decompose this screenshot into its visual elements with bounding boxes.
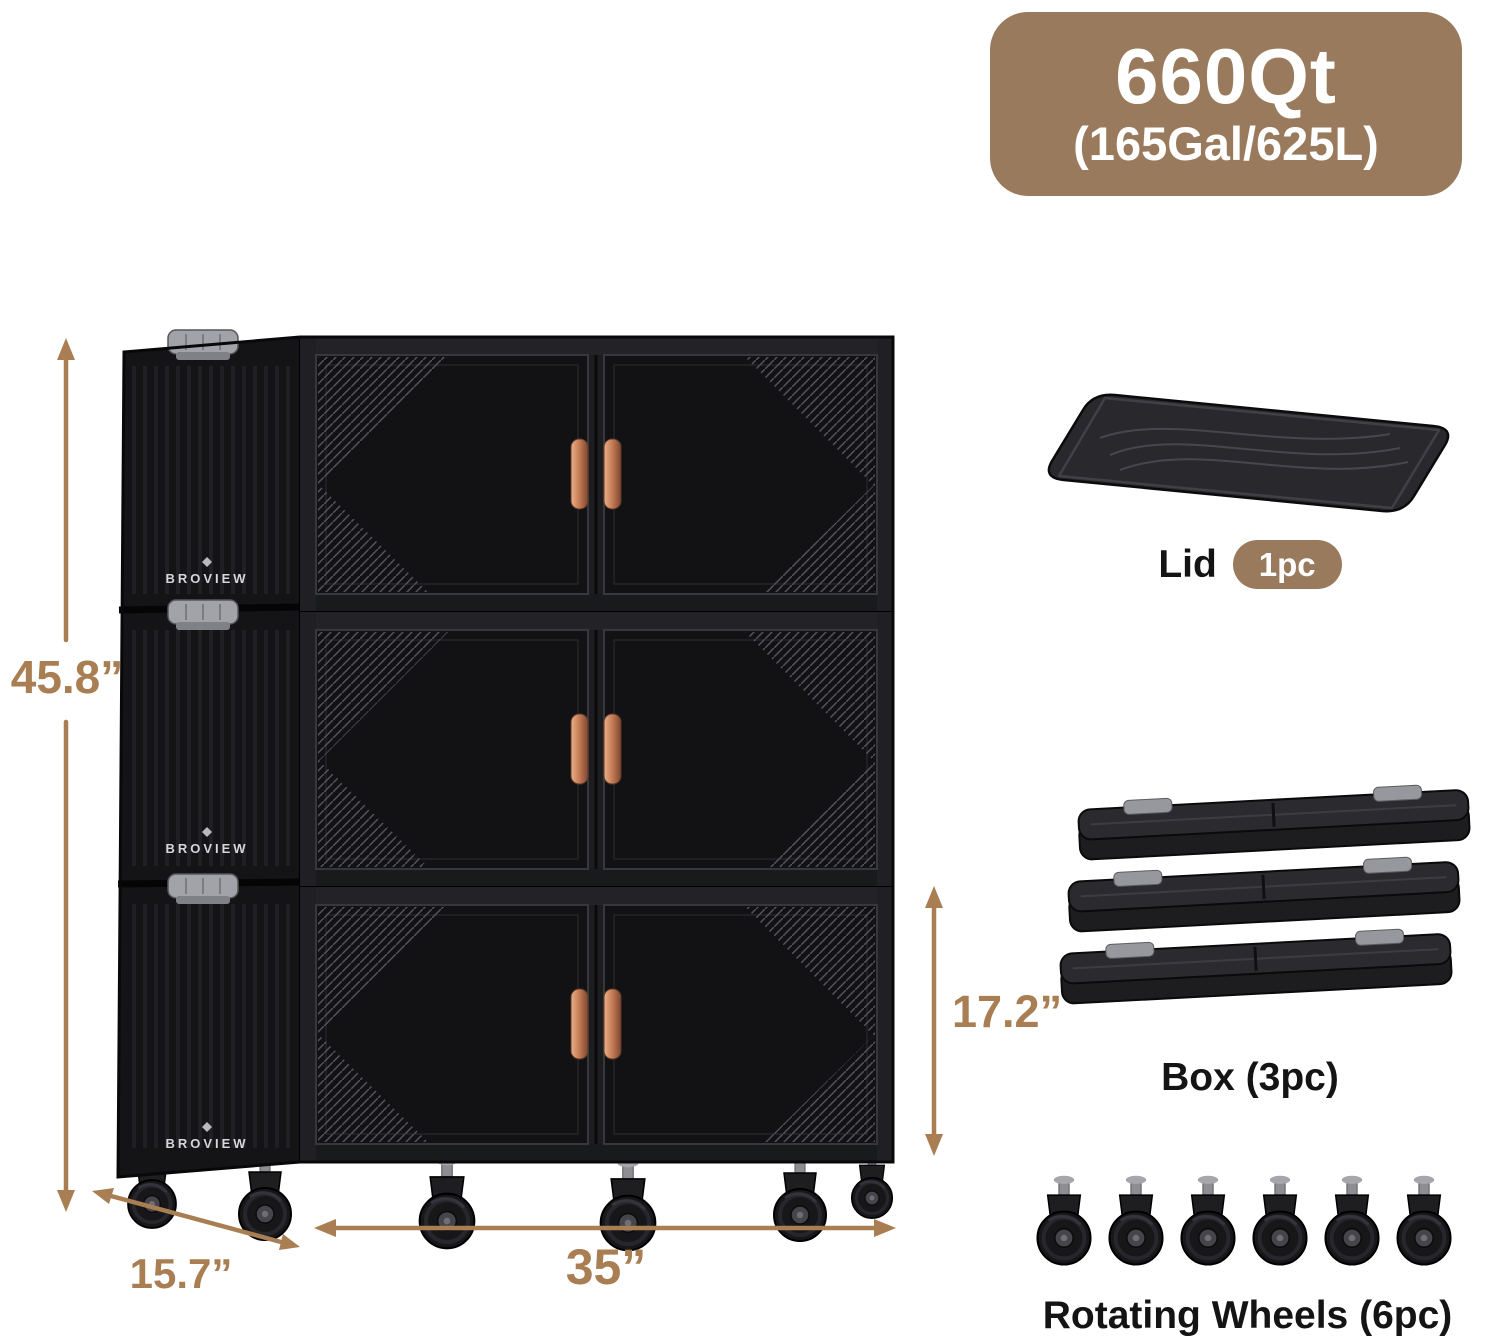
dimension-width: 35” xyxy=(565,1239,647,1295)
dimension-depth: 15.7” xyxy=(129,1250,233,1297)
brand-logo-text: BROVIEW xyxy=(165,1136,248,1151)
latch-clip-bottom xyxy=(167,873,239,904)
brand-logo-icon xyxy=(202,1122,212,1132)
door-handle xyxy=(570,438,589,510)
dimension-arrows xyxy=(57,338,943,1250)
door-handle xyxy=(570,988,589,1060)
door-handle xyxy=(603,438,622,510)
dimension-total-height: 45.8” xyxy=(10,651,124,703)
part-wheels-row xyxy=(1037,1176,1450,1265)
door-handle xyxy=(570,713,589,785)
cabinet-unit-bottom xyxy=(299,886,894,1163)
side-ribs-bottom xyxy=(132,904,290,1148)
side-ribs-middle xyxy=(132,630,290,866)
brand-logo: BROVIEW xyxy=(165,1122,248,1151)
cabinet-unit-top xyxy=(299,336,894,613)
capacity-subtitle: (165Gal/625L) xyxy=(1073,116,1379,170)
capacity-title: 660Qt xyxy=(1115,32,1337,121)
depth-arrow xyxy=(92,1188,300,1250)
cabinet-illustration: BROVIEW BROVIEW BROVIEW xyxy=(116,329,895,1179)
wheels-label: Rotating Wheels (6pc) xyxy=(1042,1294,1453,1337)
cabinet-unit-middle xyxy=(299,611,894,888)
box-height-arrow xyxy=(925,886,943,1156)
lid-label-row: Lid 1pc xyxy=(1030,540,1470,590)
capacity-badge: 660Qt (165Gal/625L) xyxy=(990,12,1462,196)
width-arrow xyxy=(314,1219,896,1237)
dimension-single-box-height: 17.2” xyxy=(952,986,1063,1037)
door-handle xyxy=(603,988,622,1060)
box-label: Box (3pc) xyxy=(1161,1056,1339,1099)
brand-logo-text: BROVIEW xyxy=(165,571,248,586)
brand-logo-text: BROVIEW xyxy=(165,841,248,856)
part-lid xyxy=(1047,393,1450,513)
side-ribs-top xyxy=(132,366,290,594)
latch-clip-middle xyxy=(167,599,239,630)
brand-logo-icon xyxy=(202,557,212,567)
brand-logo: BROVIEW xyxy=(165,557,248,586)
door-handle xyxy=(603,713,622,785)
lid-count-badge: 1pc xyxy=(1232,540,1342,590)
lid-label: Lid xyxy=(1158,542,1217,586)
height-arrow xyxy=(57,338,75,1212)
part-folded-boxes xyxy=(1058,781,1472,1006)
brand-logo-icon xyxy=(202,827,212,837)
brand-logo: BROVIEW xyxy=(165,827,248,856)
cabinet-side-panel xyxy=(116,335,301,1179)
